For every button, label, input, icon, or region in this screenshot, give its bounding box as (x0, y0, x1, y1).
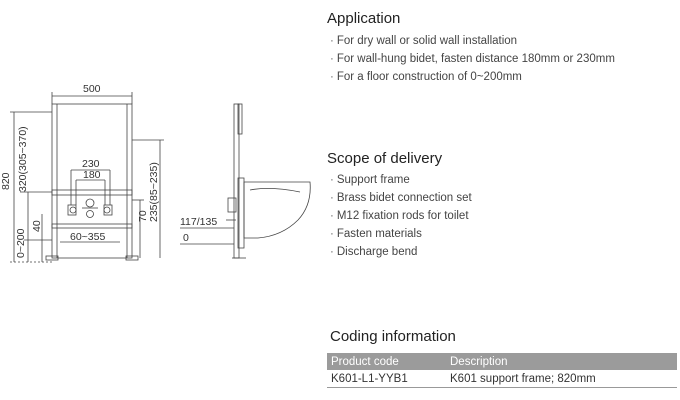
header-description: Description (446, 353, 677, 370)
header-product-code: Product code (327, 353, 446, 370)
coding-title: Coding information (330, 328, 456, 345)
scope-item: M12 fixation rods for toilet (330, 207, 472, 225)
technical-drawing: 500 230 180 60~355 117/135 0 820 320(305… (0, 83, 311, 263)
application-list: For dry wall or solid wall installation … (330, 32, 615, 86)
dim-floor-label: 0~200 (15, 228, 27, 258)
dim-230-label: 230 (82, 158, 100, 170)
description-cell: K601 support frame; 820mm (446, 370, 677, 388)
dim-height-range-label: 320(305~370) (17, 126, 29, 192)
scope-item: Discharge bend (330, 243, 472, 261)
scope-title: Scope of delivery (327, 150, 443, 167)
application-item: For dry wall or solid wall installation (330, 32, 615, 50)
coding-header-row: Product code Description (327, 353, 677, 370)
scope-item: Fasten materials (330, 225, 472, 243)
dim-width-label: 500 (83, 83, 101, 95)
dim-180-label: 180 (83, 169, 101, 181)
scope-item: Brass bidet connection set (330, 189, 472, 207)
application-item: For wall-hung bidet, fasten distance 180… (330, 50, 615, 68)
scope-list: Support frame Brass bidet connection set… (330, 171, 472, 261)
dim-spacing-label: 60~355 (70, 231, 105, 243)
dim-117-label: 117/135 (180, 216, 217, 228)
application-title: Application (327, 10, 401, 27)
coding-table: Product code Description K601-L1-YYB1 K6… (327, 353, 677, 388)
product-code-cell: K601-L1-YYB1 (327, 370, 446, 388)
dim-235-label: 235(85~235) (148, 162, 160, 222)
dim-total-height-label: 820 (0, 172, 12, 190)
dim-low-label: 40 (31, 220, 43, 232)
scope-item: Support frame (330, 171, 472, 189)
dim-zero-label: 0 (183, 232, 189, 244)
table-row: K601-L1-YYB1 K601 support frame; 820mm (327, 370, 677, 388)
dim-70-label: 70 (137, 210, 149, 222)
application-item: For a floor construction of 0~200mm (330, 68, 615, 86)
